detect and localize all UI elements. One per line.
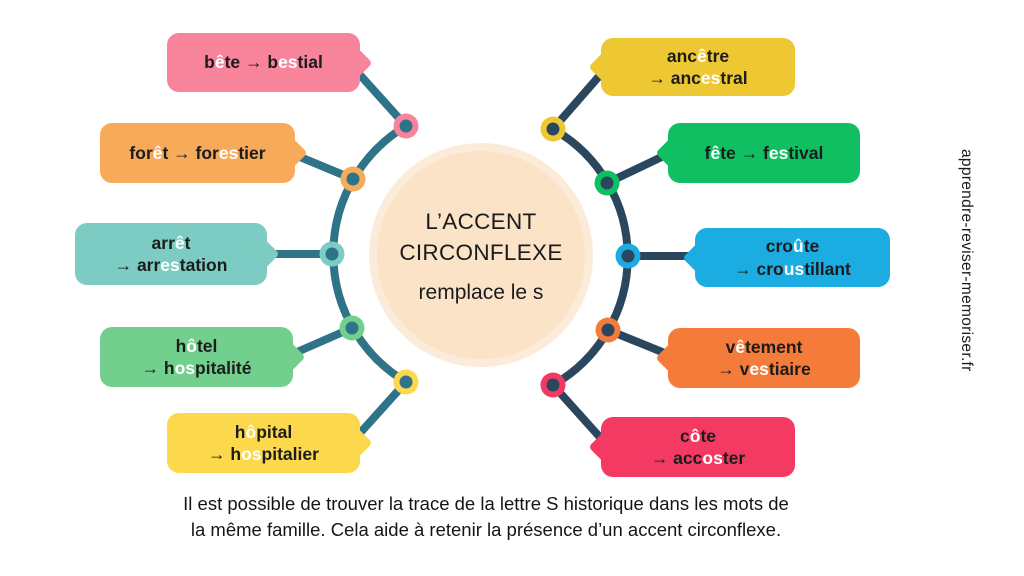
center-subtitle: remplace le s [418, 280, 544, 304]
word-box-cote: côte → accoster [588, 417, 795, 477]
center-circle [377, 151, 585, 359]
word-box-bete: bête → bestial [167, 33, 373, 92]
word-pair-ancetre: ancêtre → ancestral [648, 45, 748, 88]
node-foret [340, 166, 366, 192]
word-pair-cote: côte → accoster [650, 425, 746, 468]
word-box-croute: croûte → croustillant [682, 228, 890, 287]
word-box-foret: forêt → forestier [100, 123, 308, 183]
branch-line-bete [348, 62, 410, 130]
word-box-arret: arrêt → arrestation [75, 223, 280, 285]
site-credit: apprendre-reviser-memoriser.fr [958, 148, 975, 372]
word-pair-fete: fête → festival [704, 142, 824, 163]
node-arret [319, 241, 345, 267]
word-pair-foret: forêt → forestier [129, 142, 266, 163]
branch-line-cote [549, 381, 610, 448]
caption-line2: la même famille. Cela aide à retenir la … [190, 519, 782, 540]
word-box-vetement: vêtement → vestiaire [655, 328, 860, 388]
word-pair-croute: croûte → croustillant [734, 236, 851, 279]
word-box-hotel: hôtel → hospitalité [100, 327, 306, 387]
caption-line1: Il est possible de trouver la trace de l… [183, 493, 789, 514]
node-hotel [339, 315, 365, 341]
word-pair-vetement: vêtement → vestiaire [717, 336, 811, 379]
word-box-fete: fête → festival [655, 123, 860, 183]
node-croute [615, 243, 641, 269]
node-ancetre [540, 116, 566, 142]
word-box-ancetre: ancêtre → ancestral [588, 38, 795, 96]
word-pair-arret: arrêt → arrestation [114, 232, 228, 275]
center-title-line2: CIRCONFLEXE [399, 240, 563, 265]
word-pair-hotel: hôtel → hospitalité [141, 335, 252, 378]
center-label: L’ACCENT CIRCONFLEXE remplace le s [369, 143, 593, 367]
word-pair-bete: bête → bestial [204, 52, 323, 73]
node-cote [540, 372, 566, 398]
center-title-line1: L’ACCENT [425, 208, 537, 234]
node-vetement [595, 317, 621, 343]
word-pair-hopital: hôpital → hospitalier [208, 421, 319, 464]
node-fete [594, 170, 620, 196]
node-hopital [393, 369, 419, 395]
word-box-hopital: hôpital → hospitalier [167, 413, 373, 473]
node-bete [393, 113, 419, 139]
caption: Il est possible de trouver la trace de l… [0, 491, 972, 543]
